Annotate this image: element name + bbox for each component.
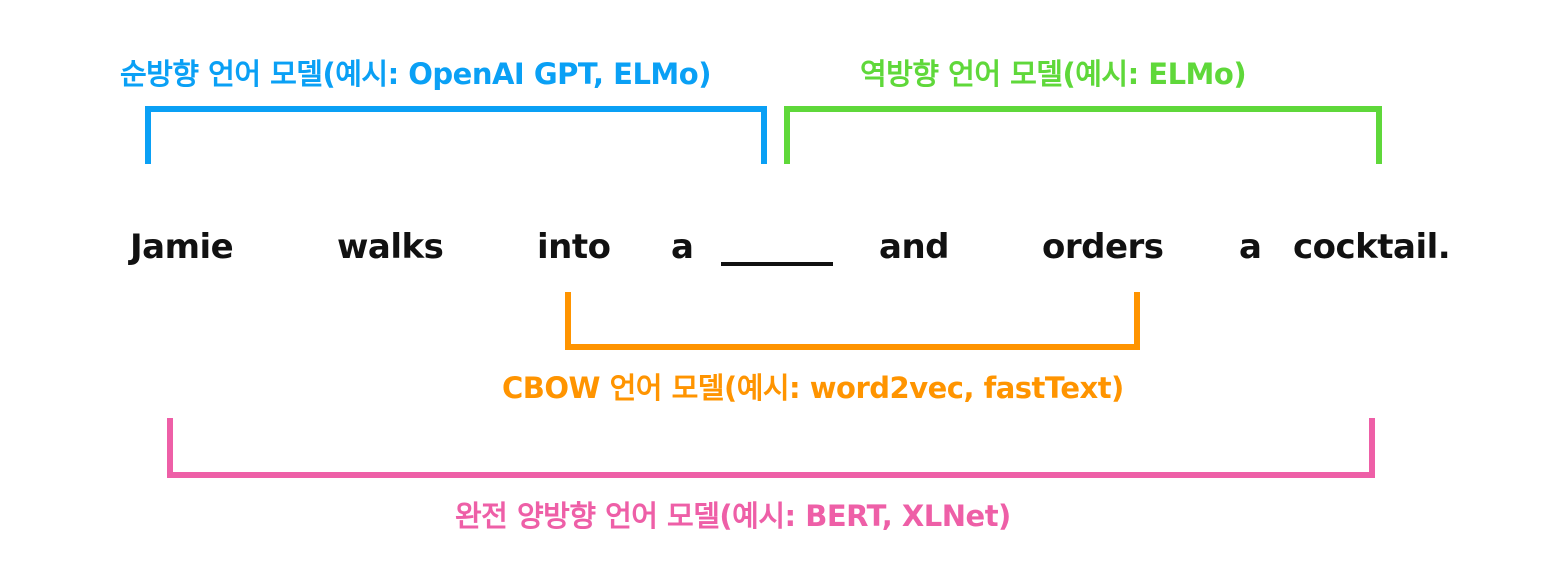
cbow-lm-bracket — [565, 292, 1140, 350]
word-walks: walks — [337, 227, 444, 267]
word-jamie: Jamie — [130, 227, 234, 267]
forward-lm-bracket — [145, 106, 767, 164]
masked-word-blank — [721, 262, 833, 266]
word-a-1: a — [671, 227, 694, 267]
word-cocktail: cocktail. — [1293, 227, 1451, 267]
cbow-lm-label: CBOW 언어 모델(예시: word2vec, fastText) — [502, 371, 1124, 405]
forward-lm-label: 순방향 언어 모델(예시: OpenAI GPT, ELMo) — [120, 57, 711, 91]
bidirectional-lm-bracket — [167, 418, 1375, 478]
word-a-2: a — [1239, 227, 1262, 267]
bidirectional-lm-label: 완전 양방향 언어 모델(예시: BERT, XLNet) — [455, 499, 1011, 533]
word-and: and — [879, 227, 950, 267]
backward-lm-label: 역방향 언어 모델(예시: ELMo) — [860, 57, 1247, 91]
word-orders: orders — [1042, 227, 1164, 267]
word-into: into — [537, 227, 611, 267]
backward-lm-bracket — [784, 106, 1382, 164]
